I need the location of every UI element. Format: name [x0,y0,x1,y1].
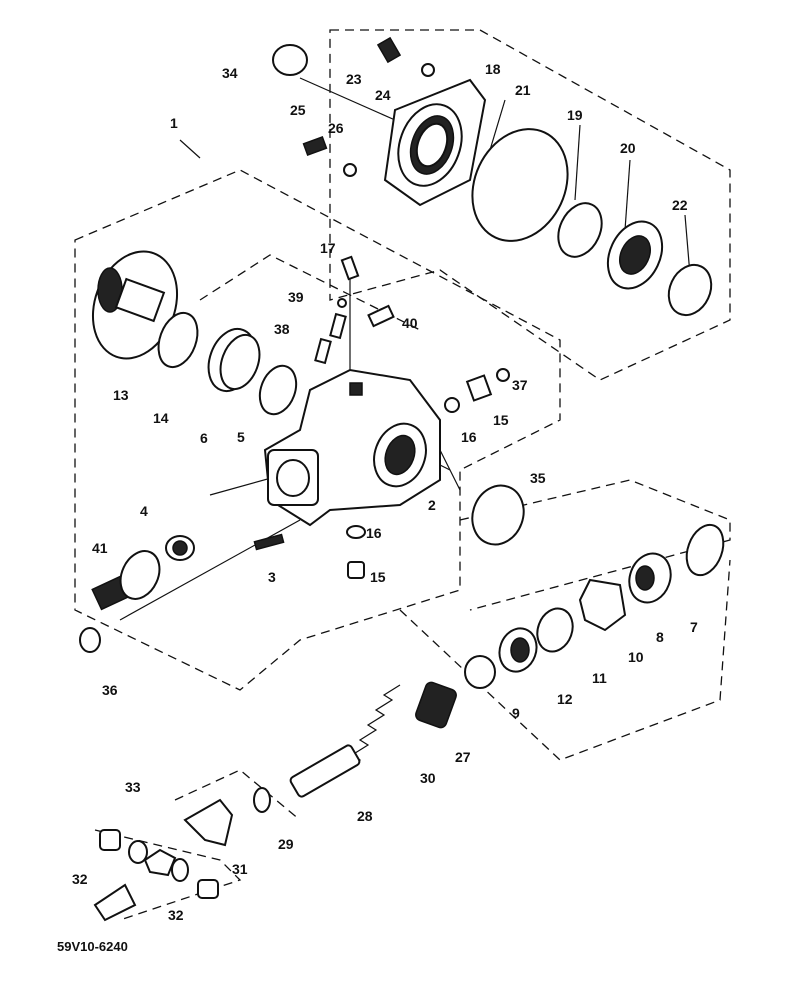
callout-13: 13 [113,387,129,403]
callout-10: 10 [628,649,644,665]
callout-36: 36 [102,682,118,698]
callout-21: 21 [515,82,531,98]
callout-4: 4 [140,503,148,519]
callout-2: 2 [428,497,436,513]
callout-17: 17 [320,240,336,256]
seal-19 [557,202,603,258]
callout-12: 12 [557,691,573,707]
callout-32-bottom: 32 [168,907,184,923]
callout-22: 22 [672,197,688,213]
shim-14 [157,311,199,369]
callout-14: 14 [153,410,169,426]
callout-27: 27 [455,749,471,765]
callout-labels: 1 2 3 4 41 5 6 7 8 9 10 11 12 13 14 15 1… [72,61,698,923]
spider-cross [143,848,177,877]
callout-1: 1 [170,115,178,131]
callout-16-upper: 16 [461,429,477,445]
cover-18 [383,78,487,207]
callout-19: 19 [567,107,583,123]
callout-26: 26 [328,120,344,136]
pinion-gear-41 [91,550,161,611]
nut-36 [79,627,101,653]
bearing-27 [415,681,457,729]
o-ring-35 [471,484,525,546]
o-ring-11 [536,607,574,653]
o-ring-21 [471,128,569,242]
callout-29: 29 [278,836,294,852]
callout-37: 37 [512,377,528,393]
callout-5: 5 [237,429,245,445]
nut-10 [578,578,627,632]
callout-39: 39 [288,289,304,305]
callout-7: 7 [690,619,698,635]
leader-lines [119,77,691,621]
ring-gear-13 [91,250,179,360]
ring-29 [253,787,271,813]
callout-33: 33 [125,779,141,795]
callout-15-upper: 15 [493,412,509,428]
callout-3: 3 [268,569,276,585]
callout-16-lower: 16 [366,525,382,541]
callout-6: 6 [200,430,208,446]
callout-41: 41 [92,540,108,556]
ring-22 [667,263,713,317]
callout-23: 23 [346,71,362,87]
callout-8: 8 [656,629,664,645]
o-ring-34 [272,44,308,76]
seal-5 [258,364,298,416]
bearing-cup-32a [99,829,121,851]
callout-18: 18 [485,61,501,77]
tab-plate [93,883,137,922]
callout-30: 30 [420,770,436,786]
callout-20: 20 [620,140,636,156]
callout-40: 40 [402,315,418,331]
callout-9: 9 [512,705,520,721]
callout-28: 28 [357,808,373,824]
callout-25: 25 [290,102,306,118]
ring-7 [685,523,725,577]
callout-31: 31 [232,861,248,877]
callout-32-left: 32 [72,871,88,887]
yoke-31 [183,798,234,847]
callout-11: 11 [592,670,607,686]
collar-9 [464,655,496,689]
housing-2 [263,368,441,527]
parts [79,36,725,922]
callout-24: 24 [375,87,391,103]
callout-34: 34 [222,65,238,81]
shaft-28 [289,744,361,798]
bearing-cup-32b [197,879,219,899]
callout-15-lower: 15 [370,569,386,585]
drawing-code: 59V10-6240 [57,939,128,954]
callout-35: 35 [530,470,546,486]
callout-38: 38 [274,321,290,337]
